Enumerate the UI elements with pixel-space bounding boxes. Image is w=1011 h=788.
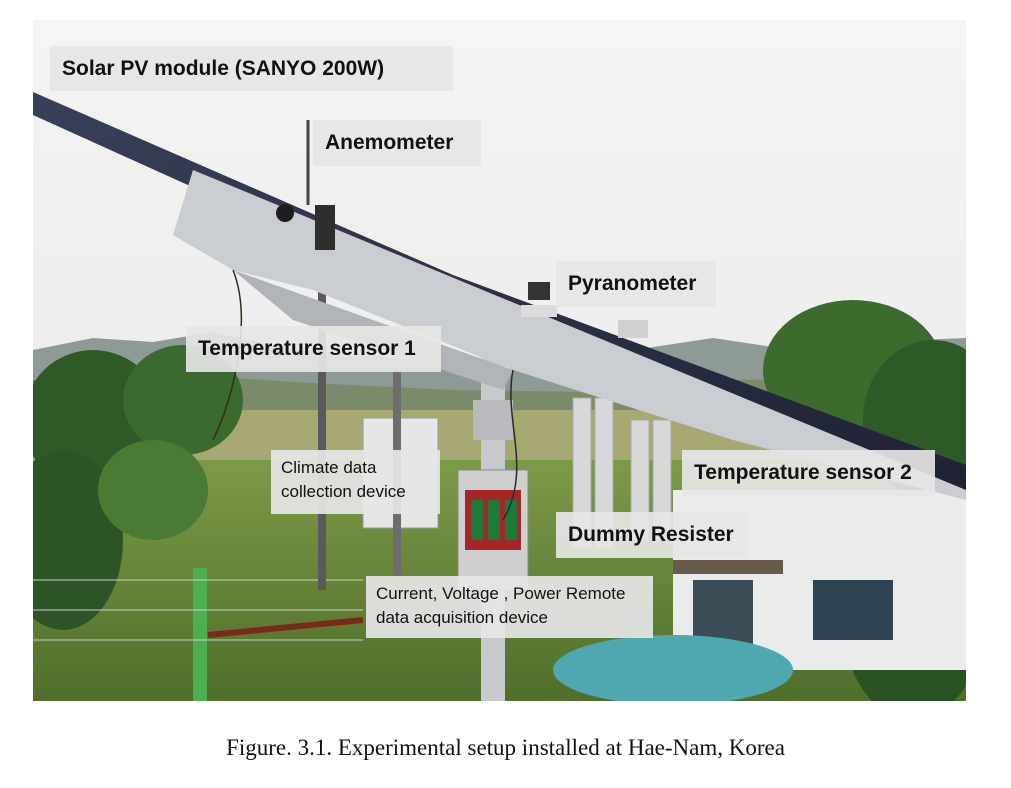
label-solar-pv-module: Solar PV module (SANYO 200W) [50,46,453,91]
acquisition-line2: data acquisition device [376,608,549,627]
solar-pv-experimental-setup-photo-icon [33,20,966,701]
setup-photo [33,20,966,701]
figure-caption: Figure. 3.1. Experimental setup installe… [226,735,785,760]
label-dummy-resister: Dummy Resister [556,512,749,558]
label-pyranometer: Pyranometer [556,261,716,307]
label-climate-data-collection-device: Climate data collection device [271,450,440,514]
label-current-voltage-power-device: Current, Voltage , Power Remote data acq… [366,576,653,638]
acquisition-line1: Current, Voltage , Power Remote [376,584,626,603]
climate-data-line2: collection device [281,482,406,501]
label-temperature-sensor-1: Temperature sensor 1 [186,326,441,372]
label-anemometer: Anemometer [313,120,481,166]
label-temperature-sensor-2: Temperature sensor 2 [682,450,935,496]
climate-data-line1: Climate data [281,458,377,477]
